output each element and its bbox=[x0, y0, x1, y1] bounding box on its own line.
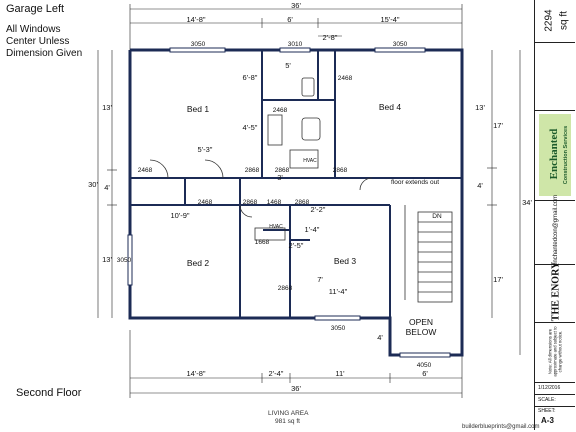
disclaimer-cell: Note: All dimensions are approximate and… bbox=[535, 322, 575, 383]
window-tag-4: 3050 bbox=[117, 257, 132, 264]
door-tag-4: 2868 bbox=[245, 167, 260, 174]
floor-label: Second Floor bbox=[16, 387, 82, 399]
email-cell: enchantedcon@gmail.com bbox=[535, 195, 575, 266]
floor-plan: 36' 14'-8" 6' 15'-4" 2'-8" 30' 13' 4' 13… bbox=[88, 1, 532, 398]
sheet-number: A-3 bbox=[541, 416, 554, 425]
dim-11-4: 11'-4" bbox=[329, 287, 348, 296]
dim-1-4: 1'-4" bbox=[305, 225, 320, 234]
disclaimer: Note: All dimensions are approximate and… bbox=[547, 326, 563, 377]
date-cell: 1/12/2016 bbox=[535, 382, 575, 395]
dim-left-total: 30' bbox=[88, 180, 98, 189]
room-label-bed2: Bed 2 bbox=[187, 258, 209, 268]
scale-label: SCALE: bbox=[538, 397, 556, 403]
door-tag-12: 2868 bbox=[278, 285, 293, 292]
dim-right-a: 13' bbox=[475, 103, 485, 112]
hvac-label-2: HVAC bbox=[269, 224, 283, 230]
dim-bot-d: 6' bbox=[422, 369, 428, 378]
dim-closet-5: 5' bbox=[285, 61, 291, 70]
room-label-bed4: Bed 4 bbox=[379, 102, 401, 112]
door-tag-5: 2868 bbox=[275, 167, 290, 174]
living-area-value: 981 sq ft bbox=[275, 418, 300, 425]
dim-right-b: 17' bbox=[493, 121, 503, 130]
door-tag-7: 2468 bbox=[198, 199, 213, 206]
dim-right-total: 34' bbox=[522, 198, 532, 207]
dim-6-8: 6'-8" bbox=[243, 73, 258, 82]
dim-top-d: 2'-8" bbox=[323, 33, 338, 42]
scale-cell: SCALE: bbox=[535, 394, 575, 407]
window-tag-6: 4050 bbox=[417, 362, 432, 369]
open-label-1: OPEN bbox=[409, 317, 433, 327]
door-tag-1: 2468 bbox=[273, 107, 288, 114]
windows-note-line3: Dimension Given bbox=[6, 48, 83, 59]
dim-overall-top: 36' bbox=[291, 1, 301, 10]
dim-right-d: 17' bbox=[493, 275, 503, 284]
room-label-bed1: Bed 1 bbox=[187, 104, 209, 114]
door-tag-6: 2868 bbox=[333, 167, 348, 174]
contact-email: enchantedcon@gmail.com bbox=[553, 194, 559, 266]
room-label-bed3: Bed 3 bbox=[334, 256, 356, 266]
sheet-label: SHEET: bbox=[538, 408, 556, 414]
window-tag-3: 3050 bbox=[393, 41, 408, 48]
dim-5-3: 5'-3" bbox=[198, 145, 213, 154]
door-tag-11: 1668 bbox=[255, 239, 270, 246]
sqft-unit: sq ft bbox=[558, 11, 570, 30]
living-area-label: LIVING AREA bbox=[268, 410, 309, 417]
date-value: 1/12/2016 bbox=[538, 385, 561, 391]
stair-dn-label: DN bbox=[432, 213, 442, 220]
dim-top-c: 15'-4" bbox=[380, 15, 399, 24]
dim-bot-c: 11' bbox=[335, 369, 345, 378]
dim-left-a: 13' bbox=[102, 103, 112, 112]
dim-top-a: 14'-8" bbox=[186, 15, 205, 24]
window-tag-1: 3050 bbox=[191, 41, 206, 48]
dim-2-5: 2'-5" bbox=[289, 241, 304, 250]
sqft-cell: 2294 sq ft bbox=[535, 0, 575, 43]
floor-extends-note: floor extends out bbox=[391, 179, 439, 186]
open-label-2: BELOW bbox=[406, 327, 437, 337]
sheet-cell: SHEET: A-3 bbox=[535, 406, 575, 428]
dim-left-b: 4' bbox=[104, 183, 110, 192]
dim-right-c: 4' bbox=[477, 181, 483, 190]
dim-4-5: 4'-5" bbox=[243, 123, 258, 132]
dim-2-2: 2'-2" bbox=[311, 205, 326, 214]
door-tag-8: 2868 bbox=[243, 199, 258, 206]
door-tag-2: 2468 bbox=[338, 75, 353, 82]
dim-top-b: 6' bbox=[287, 15, 293, 24]
dim-7: 7' bbox=[317, 275, 323, 284]
garage-note: Garage Left bbox=[6, 3, 65, 15]
dim-bot-a: 14'-8" bbox=[186, 369, 205, 378]
brand-tagline: Construction Services bbox=[563, 125, 569, 185]
blank-cell-1 bbox=[535, 42, 575, 111]
dim-10-9: 10'-9" bbox=[170, 211, 189, 220]
windows-note-line1: All Windows bbox=[6, 24, 61, 35]
door-tag-9: 1468 bbox=[267, 199, 282, 206]
dim-4: 4' bbox=[377, 333, 383, 342]
window-tag-2: 3010 bbox=[288, 41, 303, 48]
plan-name-cell: THE ENORY bbox=[535, 262, 575, 323]
dim-bot-total: 36' bbox=[291, 384, 301, 393]
door-tag-10: 2868 bbox=[295, 199, 310, 206]
hvac-label-1: HVAC bbox=[303, 158, 317, 164]
footer-email: builderblueprints@gmail.com bbox=[462, 424, 540, 430]
door-tag-3: 2468 bbox=[138, 167, 153, 174]
brand-logo-bg bbox=[539, 114, 571, 196]
title-block: 2294 sq ft Enchanted Construction Servic… bbox=[534, 0, 575, 430]
dim-left-c: 13' bbox=[102, 255, 112, 264]
sqft-number: 2294 bbox=[543, 9, 555, 32]
dim-bot-b: 2'-4" bbox=[269, 369, 284, 378]
windows-note-line2: Center Unless bbox=[6, 36, 70, 47]
brand-cell: Enchanted Construction Services bbox=[535, 110, 575, 201]
plan-name: THE ENORY bbox=[550, 261, 562, 322]
window-tag-5: 3050 bbox=[331, 325, 346, 332]
dim-3: 3' bbox=[277, 173, 283, 182]
brand-name: Enchanted bbox=[548, 128, 560, 180]
